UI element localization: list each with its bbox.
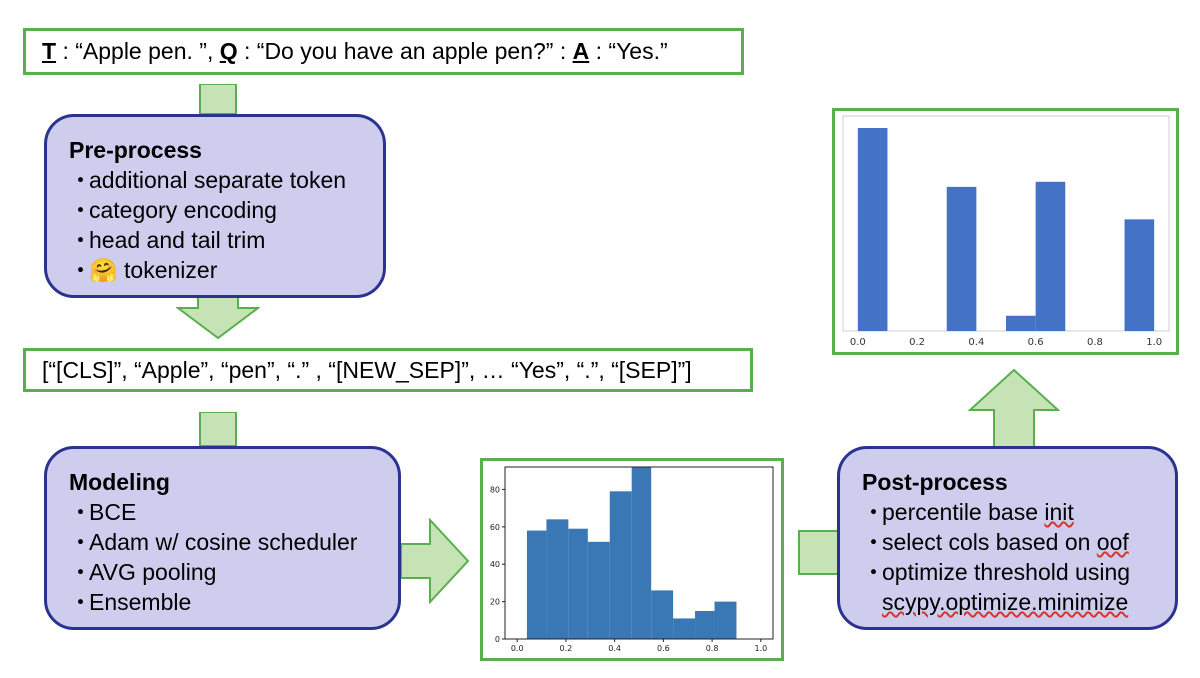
a-sep: : [589,38,609,64]
threshold-bar-chart: 0.0 0.2 0.4 0.6 0.8 1.0 [842,115,1170,348]
a-value: “Yes.” [608,38,668,64]
x-tick-label: 1.0 [1146,337,1162,348]
histogram-bar [651,590,674,639]
histogram-bar [673,618,696,639]
x-tick-label: 0.8 [1087,337,1103,348]
arrow-input-to-preprocess [199,84,237,114]
x-tick-label: 0.8 [706,644,719,653]
histogram-bar [587,541,610,639]
list-item: scypy.optimize.minimize [882,589,1129,615]
mid-sep: : [553,38,573,64]
x-tick-label: 0.6 [657,644,670,653]
prediction-histogram: 0.0 0.2 0.4 0.6 0.8 1.0 0 20 40 60 80 [490,466,774,653]
y-tick-label: 80 [490,485,500,494]
plot-frame [504,466,774,640]
y-tick-label: 60 [490,523,500,532]
postprocess-list: ・percentile base init ・select cols based… [862,497,1175,617]
threshold-bar [946,186,977,331]
list-item: ・category encoding [69,197,277,223]
x-tick-label: 0.2 [909,337,925,348]
threshold-bar [1035,181,1066,331]
list-item: ・🤗 tokenizer [69,257,218,283]
modeling-box: Modeling ・BCE ・Adam w/ cosine scheduler … [44,446,401,630]
modeling-list: ・BCE ・Adam w/ cosine scheduler ・AVG pool… [69,497,398,617]
preprocess-title: Pre-process [69,137,202,163]
hugging-face-icon: 🤗 [89,257,118,283]
list-item: ・BCE [69,499,137,525]
y-tick-label: 40 [490,560,500,569]
arrow-preprocess-to-tokens [176,296,260,340]
q-key: Q [219,38,238,64]
x-tick-label: 0.4 [608,644,621,653]
threshold-bar [1124,219,1155,331]
list-item: ・optimize threshold using [862,559,1131,585]
q-value: “Do you have an apple pen?” [256,38,554,64]
list-item: ・Ensemble [69,589,192,615]
y-tick-label: 20 [490,598,500,607]
list-item: ・Adam w/ cosine scheduler [69,529,358,555]
t-value: “Apple pen. ” [75,38,207,64]
preprocess-list: ・additional separate token ・category enc… [69,165,383,285]
postprocess-title: Post-process [862,469,1008,495]
histogram-bar [526,530,547,639]
list-item: ・AVG pooling [69,559,217,585]
list-item: ・additional separate token [69,167,347,193]
threshold-bar [1006,315,1036,331]
histogram-bar [631,467,652,639]
x-tick-label: 1.0 [754,644,767,653]
a-key: A [572,38,590,64]
postprocess-box: Post-process ・percentile base init ・sele… [837,446,1178,630]
x-tick-label: 0.0 [511,644,524,653]
arrow-histogram-to-postprocess [798,530,842,575]
prediction-histogram-box: 0.0 0.2 0.4 0.6 0.8 1.0 0 20 40 60 80 [480,458,784,661]
arrow-postprocess-to-result [968,368,1060,448]
y-tick-label: 0 [495,635,500,644]
histogram-bar [695,610,715,639]
threshold-chart-box: 0.0 0.2 0.4 0.6 0.8 1.0 [832,108,1179,355]
comma-sep: , [206,38,220,64]
tokens-text: [“[CLS]”, “Apple”, “pen”, “.” , “[NEW_SE… [42,356,692,383]
t-sep: : [56,38,76,64]
histogram-bar [546,519,569,639]
q-sep: : [237,38,257,64]
plot-frame [842,115,1170,332]
tokens-box: [“[CLS]”, “Apple”, “pen”, “.” , “[NEW_SE… [23,348,753,392]
arrow-tokens-to-modeling [199,412,237,446]
x-tick-label: 0.6 [1028,337,1044,348]
list-item: ・select cols based on oof [862,529,1129,555]
histogram-bar [568,528,588,639]
arrow-modeling-to-histogram [400,518,470,604]
list-item: ・head and tail trim [69,227,266,253]
list-item: ・percentile base init [862,499,1074,525]
x-tick-label: 0.2 [560,644,573,653]
t-key: T [42,38,57,64]
histogram-bar [609,491,632,639]
input-example-box: T : “Apple pen. ”, Q : “Do you have an a… [23,28,744,75]
histogram-bar [714,601,737,639]
x-tick-label: 0.0 [850,337,866,348]
x-tick-label: 0.4 [968,337,984,348]
preprocess-box: Pre-process ・additional separate token ・… [44,114,386,298]
modeling-title: Modeling [69,469,170,495]
threshold-bar [857,128,888,331]
